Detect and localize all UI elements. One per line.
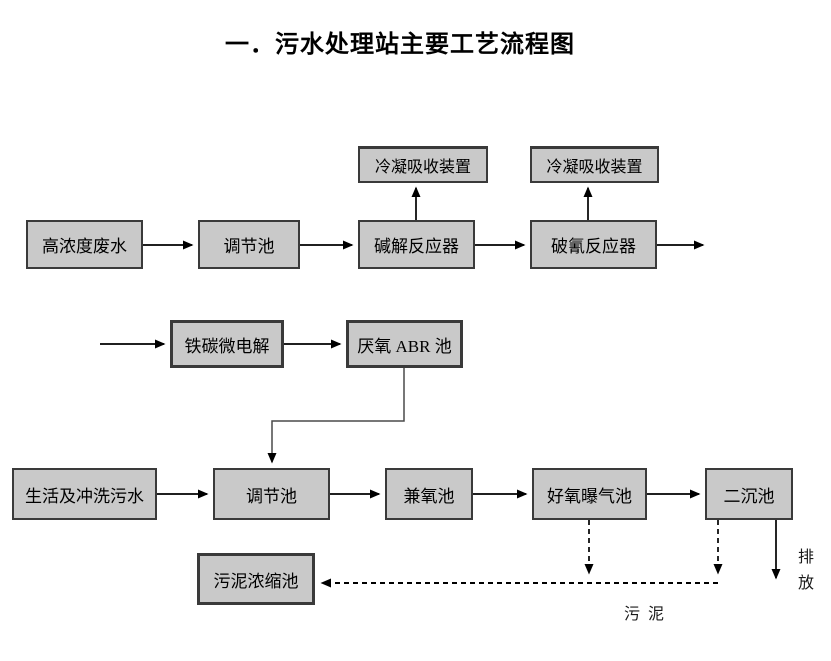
box-condensation-absorber-1: 冷凝吸收装置 <box>358 146 488 183</box>
box-alkaline-hydrolysis-reactor: 碱解反应器 <box>358 220 475 269</box>
box-iron-carbon-microelectrolysis: 铁碳微电解 <box>170 320 284 368</box>
label-sludge: 污 泥 <box>624 606 667 623</box>
box-condensation-absorber-2: 冷凝吸收装置 <box>530 146 659 183</box>
box-anaerobic-abr-tank: 厌氧 ABR 池 <box>346 320 463 368</box>
arrow-abr-to-regtank-bottom <box>267 368 405 464</box>
box-high-concentration-wastewater: 高浓度废水 <box>26 220 143 269</box>
box-secondary-sedimentation-tank: 二沉池 <box>705 468 793 520</box>
box-cyanide-breaking-reactor: 破氰反应器 <box>530 220 657 269</box>
label-discharge: 排 放 <box>798 549 815 592</box>
box-regulating-tank-top: 调节池 <box>198 220 300 269</box>
box-sludge-thickening-tank: 污泥浓缩池 <box>197 553 315 605</box>
diagram-title: 一．污水处理站主要工艺流程图 <box>225 31 575 58</box>
box-facultative-tank: 兼氧池 <box>385 468 473 520</box>
box-aerobic-aeration-tank: 好氧曝气池 <box>532 468 647 520</box>
box-regulating-tank-bottom: 调节池 <box>213 468 330 520</box>
box-domestic-flushing-sewage: 生活及冲洗污水 <box>12 468 157 520</box>
